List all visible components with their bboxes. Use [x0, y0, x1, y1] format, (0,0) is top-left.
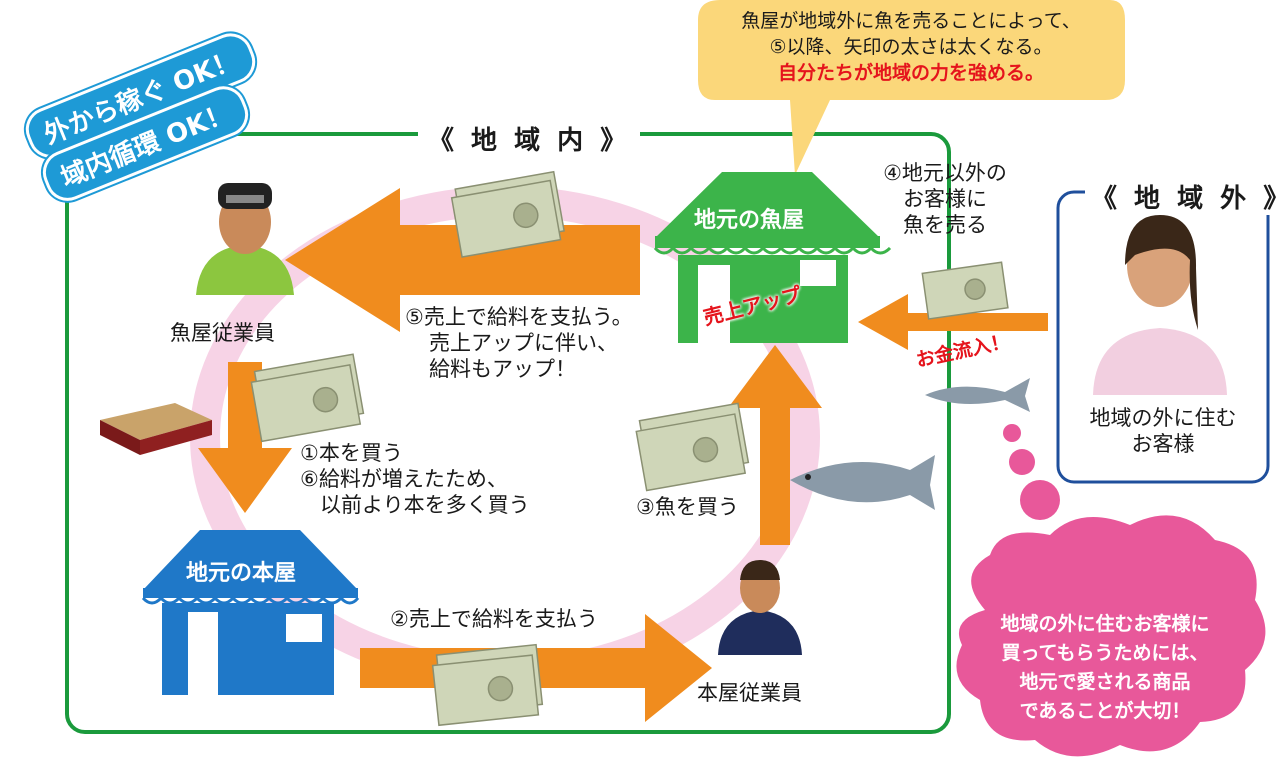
speech-line-1: 魚屋が地域外に魚を売ることによって、 — [741, 10, 1081, 32]
outside-customer-line-2: お客様 — [1131, 432, 1195, 456]
step5-label: ⑤売上で給料を支払う。 売上アップに伴い、 給料もアップ！ — [405, 304, 633, 382]
fish-shop-name: 地元の魚屋 — [694, 208, 805, 233]
fish-shop-building — [653, 172, 892, 343]
cloud-line-1: 地域の外に住むお客様に — [1000, 613, 1210, 635]
step4-line-3: 魚を売る — [903, 213, 987, 237]
step6-line-1: ⑥給料が増えたため、 — [300, 467, 508, 491]
arrow-step3 — [728, 345, 822, 545]
speech-bubble — [698, 0, 1125, 175]
speech-bubble-text: 魚屋が地域外に魚を売ることによって、 ⑤以降、矢印の太さは太くなる。 自分たちが… — [700, 8, 1122, 86]
arrow-step5 — [285, 188, 640, 332]
step6-label: ⑥給料が増えたため、 以前より本を多く買う — [300, 466, 530, 518]
region-outside-title: 《 地 域 外 》 — [1085, 178, 1277, 215]
book-figure — [100, 403, 212, 455]
step2-label: ②売上で給料を支払う — [390, 607, 598, 631]
cloud — [956, 424, 1266, 757]
cloud-text: 地域の外に住むお客様に 買ってもらうためには、 地元で愛される商品 であることが… — [955, 610, 1255, 726]
step4-label: ④地元以外の お客様に 魚を売る — [875, 160, 1015, 238]
book-employee-figure — [718, 560, 802, 655]
step5-line-3: 給料もアップ！ — [429, 357, 576, 381]
cloud-line-4: であることが大切！ — [1019, 700, 1191, 722]
step1-label: ①本を買う — [300, 441, 403, 465]
step5-line-2: 売上アップに伴い、 — [429, 331, 618, 355]
outside-customer-label: 地域の外に住む お客様 — [1060, 405, 1266, 457]
cloud-line-2: 買ってもらうためには、 — [1001, 642, 1209, 664]
book-employee-label: 本屋従業員 — [697, 681, 802, 705]
book-shop-building — [141, 530, 360, 695]
fish-figures — [790, 378, 1030, 510]
fish-employee-figure — [196, 183, 294, 295]
money-bills — [250, 170, 1009, 727]
outside-customer-figure — [1093, 215, 1227, 395]
speech-line-2: ⑤以降、矢印の太さは太くなる。 — [769, 36, 1053, 58]
step3-label: ③魚を買う — [636, 495, 739, 519]
arrow-step4 — [858, 294, 1048, 350]
step6-line-2: 以前より本を多く買う — [320, 493, 530, 517]
cloud-line-3: 地元で愛される商品 — [1019, 671, 1191, 693]
speech-line-3: 自分たちが地域の力を強める。 — [777, 62, 1044, 84]
step4-line-2: お客様に — [903, 187, 987, 211]
region-inside-title: 《 地 域 内 》 — [418, 120, 641, 157]
step5-line-1: ⑤売上で給料を支払う。 — [405, 305, 633, 329]
arrow-step1 — [198, 362, 292, 513]
outside-customer-line-1: 地域の外に住む — [1089, 406, 1237, 430]
fish-employee-label: 魚屋従業員 — [170, 321, 275, 345]
step4-line-1: ④地元以外の — [883, 161, 1007, 185]
book-shop-name: 地元の本屋 — [186, 561, 297, 586]
